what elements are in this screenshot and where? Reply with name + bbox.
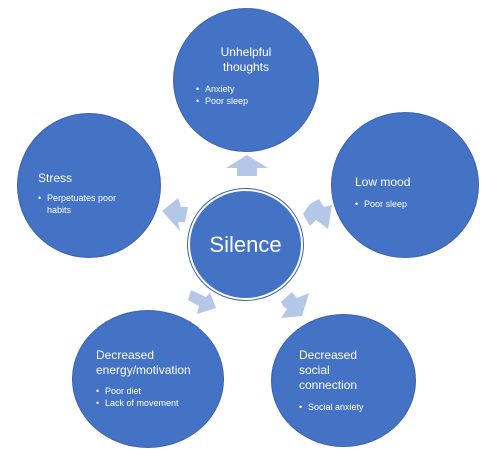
node-title-line: Unhelpful [220, 45, 272, 59]
bullet-item: Poor sleep [355, 198, 407, 210]
arrow-to-low-mood [303, 199, 332, 229]
node-low-mood: Low mood Poor sleep [331, 112, 479, 258]
node-title: Low mood [355, 175, 410, 190]
node-unhelpful-thoughts: Unhelpful thoughts Anxiety Poor sleep [173, 8, 319, 152]
node-title-line: Decreased [299, 348, 358, 362]
arrow-to-stress [162, 198, 188, 231]
arrow-to-decreased-social-connection [281, 292, 309, 318]
node-decreased-social-connection: Decreased social connection Social anxie… [271, 314, 416, 447]
node-title-line: Stress [38, 171, 73, 185]
bullet-list: Social anxiety [299, 401, 364, 413]
center-title: Silence [209, 231, 282, 257]
node-title-line: connection [299, 378, 358, 392]
bullet-list: Anxiety Poor sleep [196, 83, 248, 107]
arrow-to-decreased-energy-motivation [188, 290, 216, 314]
bullet-list: Perpetuates poor habits [38, 192, 116, 216]
node-title-line: energy/motivation [96, 363, 191, 377]
node-title-line: Decreased [96, 348, 155, 362]
bullet-line: Perpetuates poor [47, 193, 117, 203]
node-title-line: social [299, 363, 330, 377]
bullet-item: Poor sleep [196, 95, 248, 107]
node-title: Stress [38, 171, 72, 186]
bullet-item: Social anxiety [299, 401, 364, 413]
bullet-list: Poor diet Lack of movement [96, 385, 179, 409]
node-title: Decreased energy/motivation [96, 348, 191, 378]
bullet-line: habits [47, 205, 72, 215]
node-title: Decreased social connection [299, 348, 357, 393]
node-title: Unhelpful thoughts [174, 45, 318, 75]
bullet-list: Poor sleep [355, 198, 407, 210]
bullet-item: Anxiety [196, 83, 248, 95]
bullet-item: Poor diet [96, 385, 179, 397]
arrow-to-unhelpful-thoughts [226, 155, 268, 176]
node-title-line: thoughts [222, 60, 270, 74]
bullet-item: Lack of movement [96, 397, 179, 409]
bullet-item: Perpetuates poor habits [38, 192, 116, 216]
node-title-line: Low mood [355, 175, 411, 189]
center-node-silence: Silence [188, 189, 303, 300]
node-decreased-energy-motivation: Decreased energy/motivation Poor diet La… [72, 310, 224, 448]
node-stress: Stress Perpetuates poor habits [17, 113, 161, 258]
